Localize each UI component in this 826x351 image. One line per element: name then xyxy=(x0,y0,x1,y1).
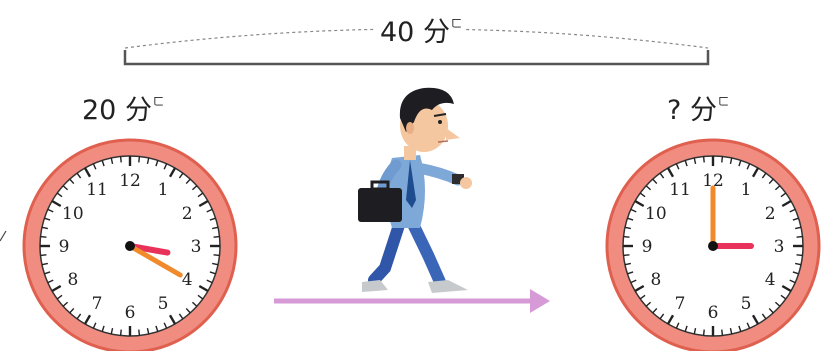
duration-value: 40 xyxy=(380,17,414,48)
start-time-unit-zhuyin: ㄈ xyxy=(153,95,164,108)
end-time-unit-zhuyin: ㄈ xyxy=(718,95,729,108)
end-clock-tick xyxy=(623,237,629,238)
start-clock-tick xyxy=(139,156,140,162)
end-clock-numeral: 7 xyxy=(675,294,686,314)
end-clock-numeral: 2 xyxy=(765,204,776,224)
edge-mark xyxy=(0,231,6,241)
end-clock-tick xyxy=(722,330,723,336)
end-clock-numeral: 5 xyxy=(741,294,752,314)
start-clock-tick xyxy=(121,156,122,162)
start-clock-numeral: 7 xyxy=(92,294,103,314)
start-clock-numeral: 10 xyxy=(62,204,84,224)
end-clock-numeral: 4 xyxy=(765,270,776,290)
end-clock-tick xyxy=(704,156,705,162)
start-clock-tick xyxy=(121,330,122,336)
end-clock-numeral: 6 xyxy=(708,303,719,323)
duration-unit-zhuyin: ㄈ xyxy=(451,17,462,30)
end-clock-numeral: 9 xyxy=(642,237,653,257)
duration-unit: 分 xyxy=(423,17,450,48)
start-clock-numeral: 3 xyxy=(191,237,202,257)
start-clock-numeral: 4 xyxy=(182,270,193,290)
start-time-value: 20 xyxy=(82,95,116,126)
end-clock-tick xyxy=(704,330,705,336)
start-clock-tick xyxy=(139,330,140,336)
start-clock-tick xyxy=(40,237,46,238)
end-clock-numeral: 11 xyxy=(669,180,691,200)
end-clock-tick xyxy=(722,156,723,162)
start-clock-tick xyxy=(40,255,46,256)
man-walking-checking-watch-icon xyxy=(358,88,472,293)
start-clock-tick xyxy=(214,237,220,238)
end-clock-tick xyxy=(797,237,803,238)
start-clock-numeral: 5 xyxy=(158,294,169,314)
end-clock-numeral: 8 xyxy=(650,270,661,290)
end-clock-numeral: 3 xyxy=(774,237,785,257)
start-clock-numeral: 12 xyxy=(119,171,141,191)
end-time-label: ? 分ㄈ xyxy=(667,88,729,127)
start-time-label: 20 分ㄈ xyxy=(82,88,164,127)
end-clock-numeral: 10 xyxy=(645,204,667,224)
start-clock-center-pin xyxy=(125,241,135,251)
end-clock-tick xyxy=(623,255,629,256)
start-clock-numeral: 1 xyxy=(158,180,169,200)
end-clock-tick xyxy=(797,255,803,256)
duration-label: 40 分ㄈ xyxy=(376,10,466,49)
start-clock-numeral: 11 xyxy=(86,180,108,200)
end-time-unit: 分 xyxy=(690,95,717,126)
start-time-unit: 分 xyxy=(125,95,152,126)
start-clock-numeral: 8 xyxy=(67,270,78,290)
end-time-value: ? xyxy=(667,95,681,126)
start-clock-tick xyxy=(214,255,220,256)
end-clock-center-pin xyxy=(708,241,718,251)
start-clock-numeral: 9 xyxy=(59,237,70,257)
direction-arrow xyxy=(274,289,550,313)
start-clock-numeral: 6 xyxy=(125,303,136,323)
start-clock-numeral: 2 xyxy=(182,204,193,224)
end-clock: 121234567891011 xyxy=(607,140,819,351)
end-clock-numeral: 1 xyxy=(741,180,752,200)
